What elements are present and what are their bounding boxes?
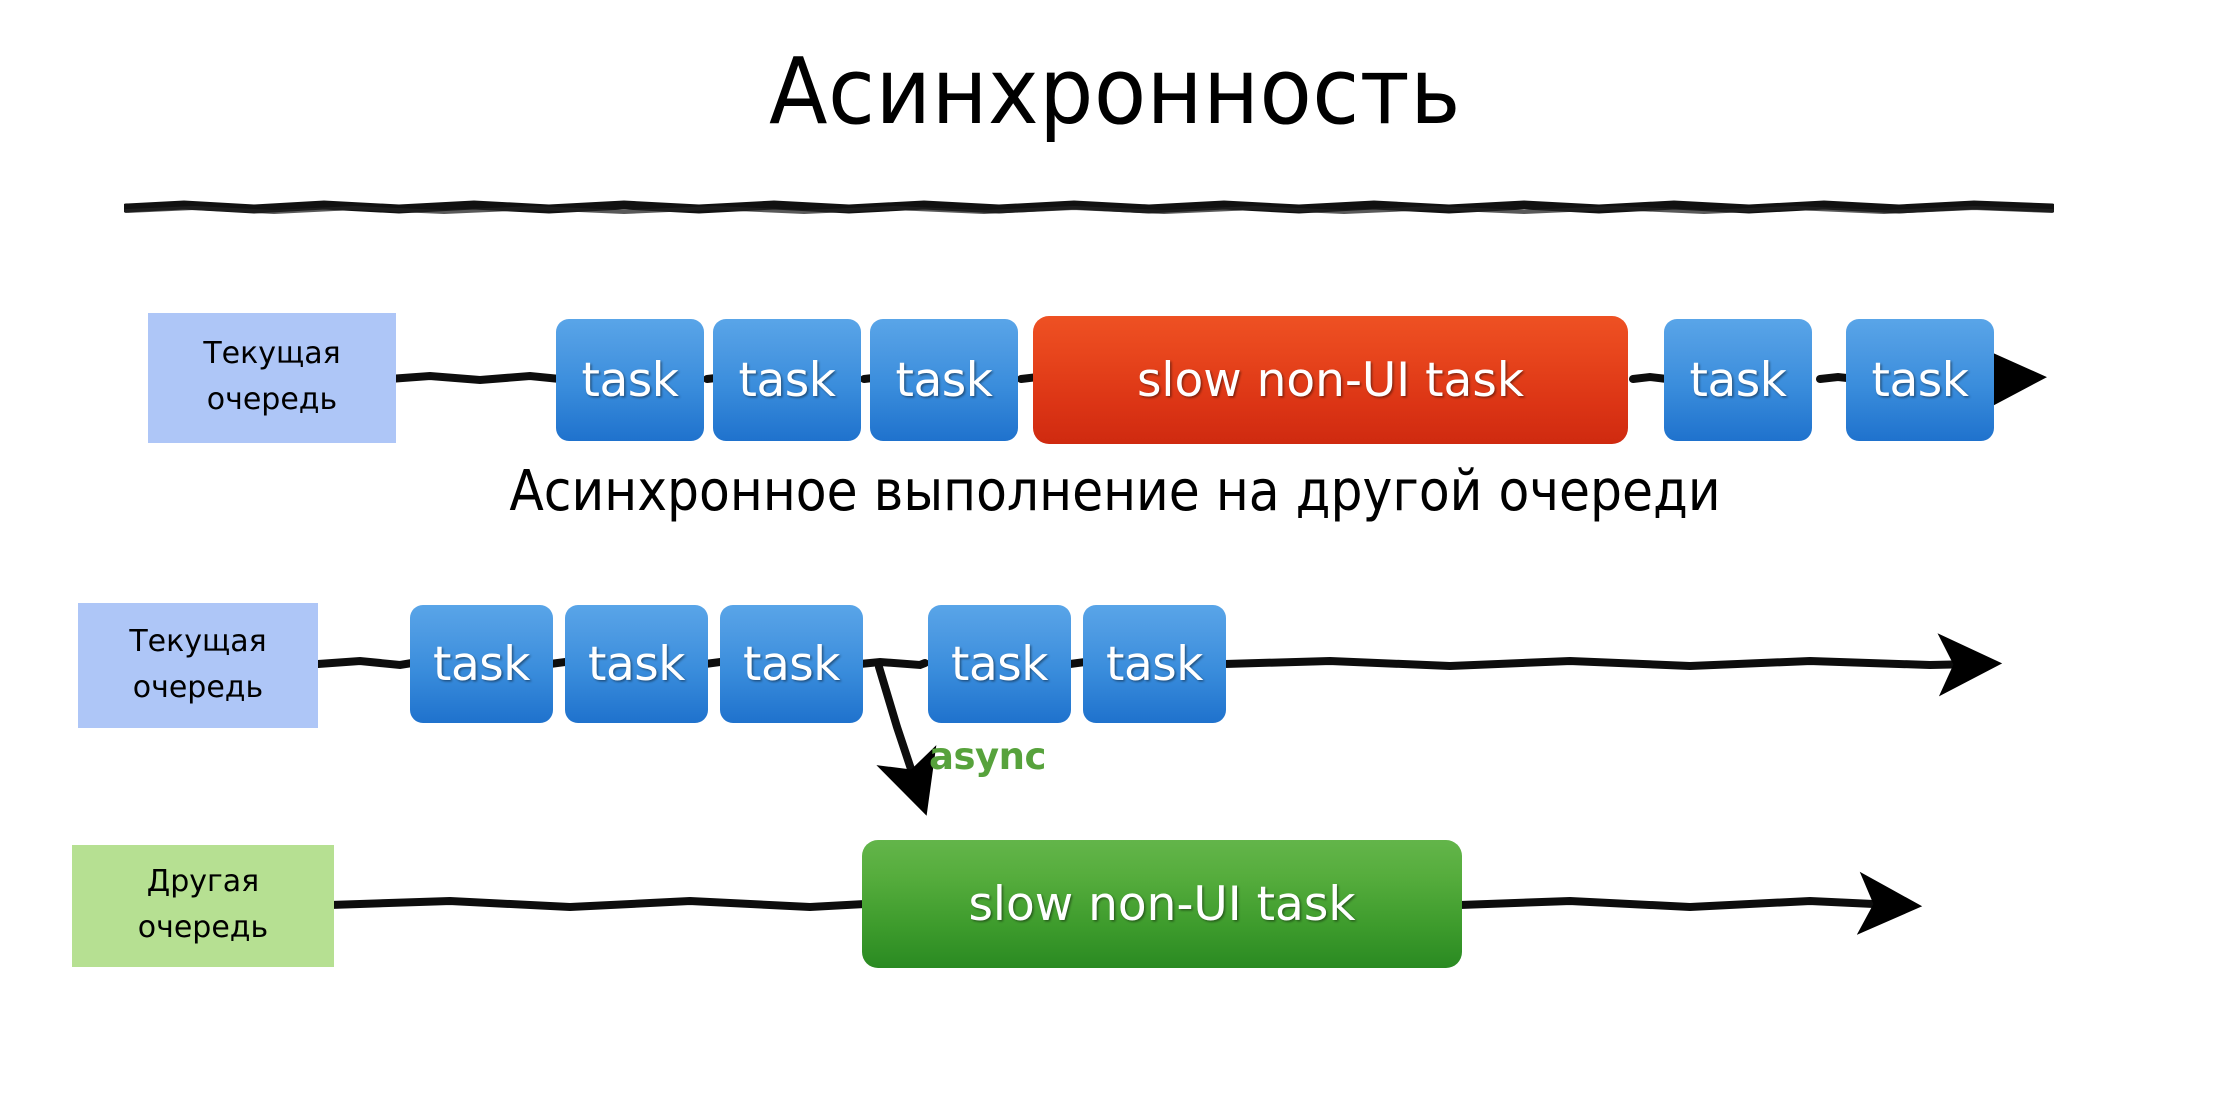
queue-label-current-sync: Текущая очередь (148, 313, 396, 443)
queue-label-line1: Текущая (129, 623, 267, 659)
task-block[interactable]: task (713, 319, 861, 441)
task-block[interactable]: task (565, 605, 708, 723)
task-block[interactable]: task (1846, 319, 1994, 441)
page-title: Асинхронность (768, 38, 1461, 145)
queue-label-line1: Другая (146, 864, 260, 900)
section-caption: Асинхронное выполнение на другой очереди (509, 459, 1721, 524)
task-block[interactable]: task (1664, 319, 1812, 441)
task-block[interactable]: task (720, 605, 863, 723)
queue-label-line2: очередь (132, 669, 264, 705)
queue-label-other: Другая очередь (72, 845, 334, 967)
slow-non-ui-task-block-async[interactable]: slow non-UI task (862, 840, 1462, 968)
async-annotation-label: async (929, 735, 1046, 778)
task-block[interactable]: task (556, 319, 704, 441)
task-block[interactable]: task (410, 605, 553, 723)
task-block[interactable]: task (870, 319, 1018, 441)
queue-label-line2: очередь (206, 382, 338, 417)
queue-label-line2: очередь (137, 910, 269, 945)
queue-label-current-async: Текущая очередь (78, 603, 318, 728)
async-branch-arrow (875, 663, 937, 816)
task-block[interactable]: task (928, 605, 1071, 723)
queue-label-line1: Текущая (203, 336, 341, 372)
task-block[interactable]: task (1083, 605, 1226, 723)
slow-non-ui-task-block-blocking[interactable]: slow non-UI task (1033, 316, 1628, 444)
title-divider (124, 200, 2054, 215)
